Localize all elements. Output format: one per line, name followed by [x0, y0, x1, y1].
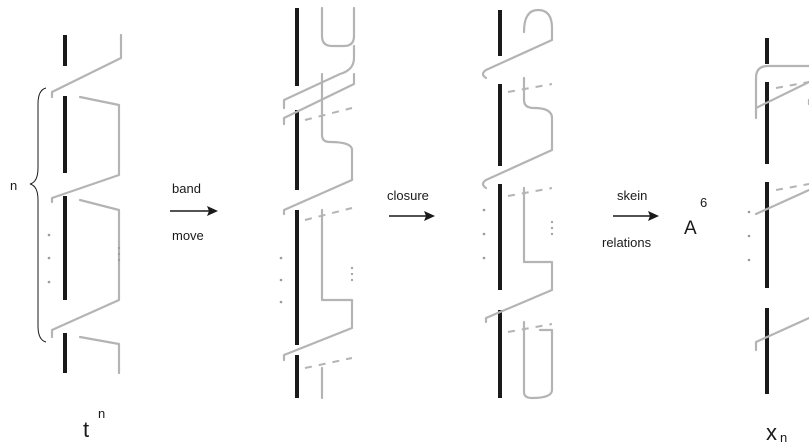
- arrow-head: [424, 211, 435, 221]
- grey-band: [50, 33, 123, 375]
- grey-closed-band: [481, 8, 554, 400]
- arrow-bottom-label: relations: [602, 235, 652, 250]
- hidden-strand: [304, 107, 353, 121]
- arrow-top-label: closure: [387, 188, 429, 203]
- tangle-t-power-n: n t n: [10, 33, 123, 442]
- coefficient-a6: A 6: [684, 195, 707, 239]
- grey-closed-band: [754, 64, 809, 352]
- hidden-strand: [775, 183, 809, 191]
- coefficient-base: A: [684, 218, 697, 239]
- knot-x-n: x n: [747, 38, 809, 444]
- banded-tangle: [279, 6, 356, 400]
- arrow-head: [648, 211, 659, 221]
- arrow-band-move: band move: [170, 181, 218, 243]
- arrow-closure: closure: [387, 188, 435, 221]
- grey-band: [282, 6, 356, 400]
- closed-tangle: [481, 8, 554, 400]
- hidden-strand: [775, 81, 809, 89]
- coefficient-exponent: 6: [700, 195, 707, 210]
- n-brace: [29, 87, 47, 343]
- arrow-head: [207, 206, 218, 216]
- grey-band-return: [282, 72, 356, 126]
- hidden-strand: [507, 83, 553, 93]
- ellipsis-dots: [47, 233, 121, 284]
- hidden-strand: [304, 207, 353, 221]
- arrow-bottom-label: move: [172, 228, 204, 243]
- hidden-strand: [507, 187, 553, 197]
- arrow-top-label: skein: [617, 188, 647, 203]
- ellipsis-dots: [747, 210, 751, 262]
- t-label: t: [83, 417, 89, 442]
- hidden-strand: [304, 357, 353, 369]
- ellipsis-dots: [482, 208, 554, 260]
- arrow-top-label: band: [172, 181, 201, 196]
- arrow-skein-relations: skein relations: [602, 188, 659, 250]
- brace-n-label: n: [10, 178, 17, 193]
- t-exponent: n: [98, 406, 105, 421]
- ellipsis-dots: [279, 256, 354, 304]
- x-subscript: n: [780, 430, 787, 444]
- x-label: x: [766, 420, 777, 444]
